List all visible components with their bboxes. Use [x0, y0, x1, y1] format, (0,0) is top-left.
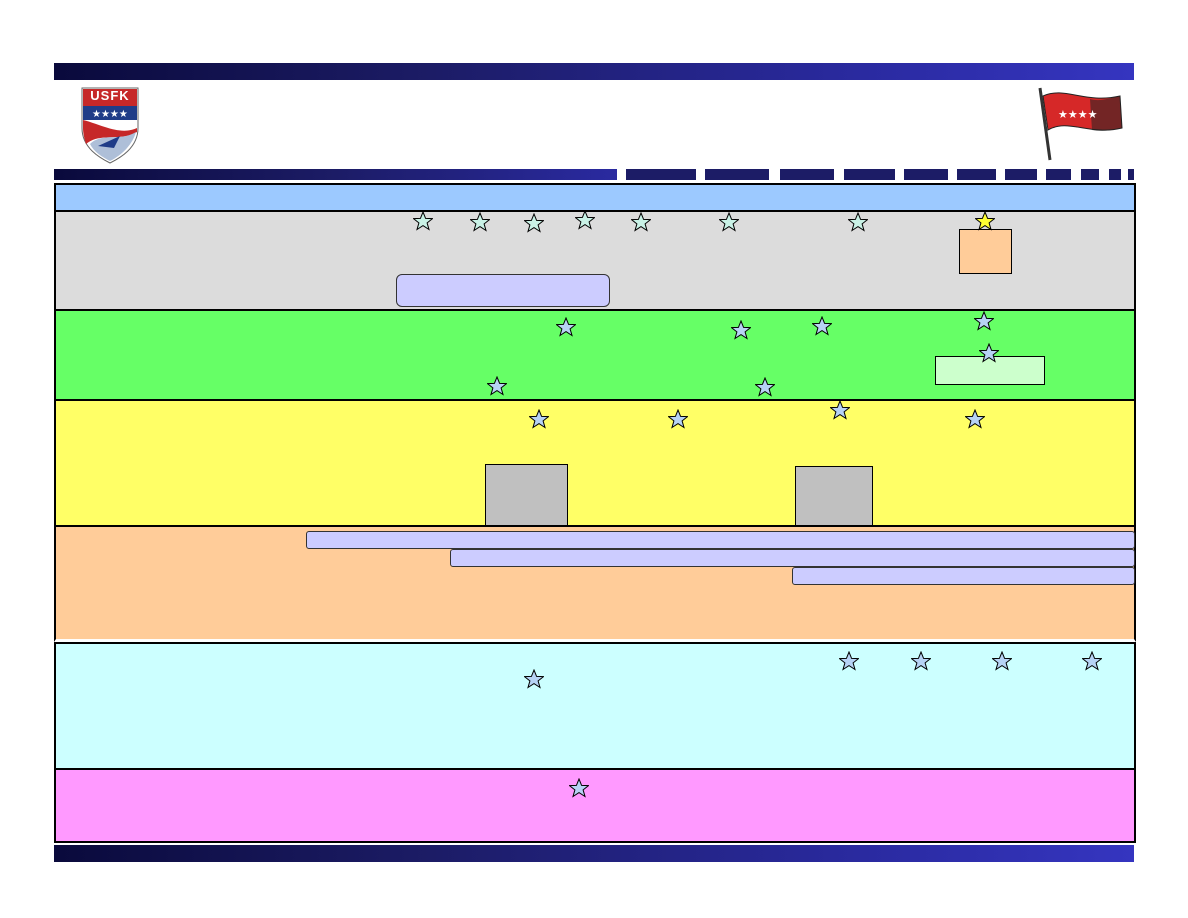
header-segment [1046, 169, 1071, 180]
star-icon [487, 376, 507, 395]
header-segment [1081, 169, 1099, 180]
header-segment [626, 169, 696, 180]
band-magenta [54, 768, 1136, 843]
header-segment [1109, 169, 1121, 180]
duration-bar [792, 567, 1135, 585]
usfk-logo: ★★★★ USFK [80, 86, 140, 164]
star-icon [830, 400, 850, 419]
star-icon [524, 213, 544, 232]
header-segment [780, 169, 834, 180]
band-header [54, 183, 1136, 212]
header-segment [844, 169, 895, 180]
band-green [54, 309, 1136, 401]
star-icon [812, 316, 832, 335]
event-box [959, 229, 1012, 274]
star-icon [470, 212, 490, 231]
star-icon [569, 778, 589, 797]
footer-bar [54, 845, 1134, 862]
event-box [485, 464, 568, 526]
star-icon [965, 409, 985, 428]
star-icon [975, 211, 995, 230]
star-icon [755, 377, 775, 396]
star-icon [974, 311, 994, 330]
star-icon [1082, 651, 1102, 670]
event-box [795, 466, 873, 526]
star-icon [631, 212, 651, 231]
star-icon [529, 409, 549, 428]
star-icon [911, 651, 931, 670]
star-icon [719, 212, 739, 231]
star-icon [413, 211, 433, 230]
svg-text:★★★★: ★★★★ [1058, 108, 1098, 121]
flag-icon: ★★★★ [1030, 84, 1130, 164]
star-icon [839, 651, 859, 670]
band-gray [54, 210, 1136, 311]
star-icon [731, 320, 751, 339]
header-segment [957, 169, 996, 180]
svg-text:★★★★: ★★★★ [92, 109, 128, 120]
header-mid-bar [54, 169, 617, 180]
duration-bar [450, 549, 1135, 567]
header-segment [904, 169, 948, 180]
logo-text: USFK [90, 88, 130, 103]
star-icon [992, 651, 1012, 670]
star-icon [524, 669, 544, 688]
band-cyan [54, 642, 1136, 770]
star-icon [556, 317, 576, 336]
header-top-bar [54, 63, 1134, 80]
duration-bar [306, 531, 1135, 549]
header-segment [1005, 169, 1037, 180]
star-icon [575, 210, 595, 229]
header-segment [705, 169, 769, 180]
star-icon [668, 409, 688, 428]
star-icon [979, 343, 999, 362]
star-icon [848, 212, 868, 231]
duration-bar [396, 274, 610, 307]
header-segment [1128, 169, 1134, 180]
